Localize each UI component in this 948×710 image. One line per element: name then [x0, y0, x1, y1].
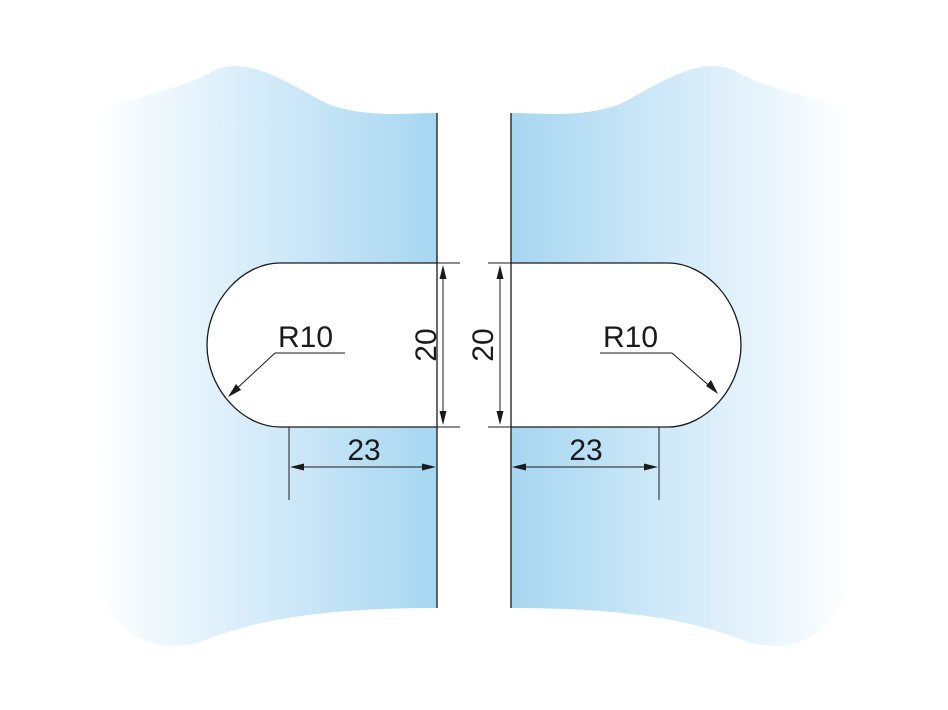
left-cutout-outline	[206, 262, 437, 428]
left-radius-arrow	[228, 384, 241, 397]
right-depth-arrow-right	[644, 463, 658, 471]
right-glass-shape	[511, 65, 854, 646]
right-height-arrow-top	[496, 265, 504, 279]
left-depth-arrow-right	[422, 463, 436, 471]
left-radius-leader-diagonal	[231, 352, 276, 394]
left-glass-shape	[94, 65, 437, 646]
right-cutout-outline	[511, 262, 742, 428]
right-radius-arrow	[706, 380, 718, 394]
right-height-label: 20	[467, 328, 500, 361]
right-height-arrow-bottom	[496, 411, 504, 425]
right-depth-label: 23	[569, 434, 602, 467]
left-depth-arrow-left	[290, 463, 304, 471]
left-height-arrow-top	[439, 265, 447, 279]
left-height-label: 20	[410, 328, 443, 361]
left-height-arrow-bottom	[439, 411, 447, 425]
left-glass-panel: 20 R10 23	[94, 65, 460, 646]
right-depth-arrow-left	[512, 463, 526, 471]
left-depth-label: 23	[347, 434, 380, 467]
left-radius-label: R10	[278, 321, 333, 354]
right-radius-label: R10	[603, 321, 658, 354]
right-glass-panel: 20 R10 23	[467, 65, 854, 646]
right-radius-leader-diagonal	[671, 352, 715, 391]
